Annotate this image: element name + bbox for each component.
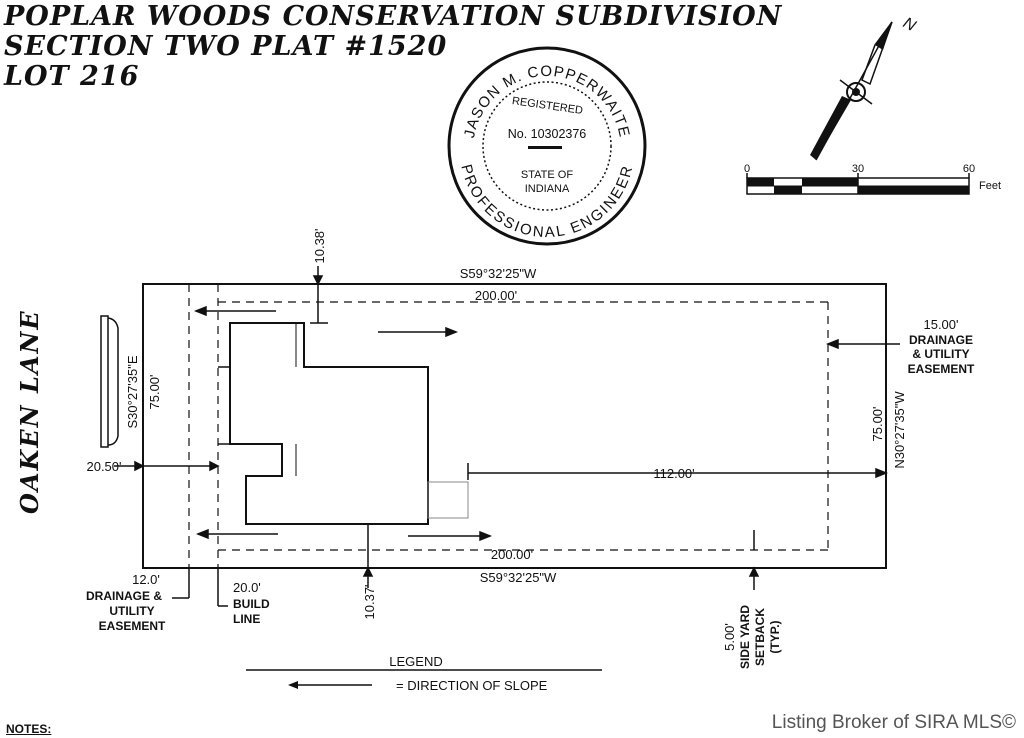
seal-registered: REGISTERED (511, 95, 584, 117)
north-label: N (900, 15, 919, 36)
top-offset-label: 10.38' (312, 228, 327, 263)
svg-text:DRAINAGE &: DRAINAGE & (86, 589, 162, 603)
svg-text:LINE: LINE (233, 612, 260, 626)
seal-state-line-2: INDIANA (525, 183, 570, 195)
house-footprint (218, 322, 429, 525)
scale-tick-30: 30 (852, 163, 864, 175)
legend: LEGEND = DIRECTION OF SLOPE (246, 654, 602, 693)
svg-text:15.00': 15.00' (923, 317, 958, 332)
seal-signature-mark (528, 146, 562, 149)
bottom-offset-label: 10.37' (362, 584, 377, 619)
plat-title-line-1: POPLAR WOODS CONSERVATION SUBDIVISION (4, 1, 783, 32)
slope-arrow-icon (288, 681, 298, 689)
svg-text:5.00': 5.00' (722, 623, 737, 651)
legend-slope-label: = DIRECTION OF SLOPE (396, 678, 548, 693)
svg-text:EASEMENT: EASEMENT (908, 362, 975, 376)
engineer-seal: JASON M. COPPERWAITE PROFESSIONAL ENGINE… (447, 46, 647, 246)
scale-tick-0: 0 (744, 163, 750, 175)
svg-text:(TYP.): (TYP.) (768, 620, 782, 653)
legend-title: LEGEND (389, 654, 442, 669)
north-arrow-icon: N (810, 15, 919, 161)
plat-title-line-2: SECTION TWO PLAT #1520 (4, 31, 448, 62)
driveway-apron (100, 315, 119, 448)
scale-unit: Feet (979, 180, 1001, 192)
top-bearing: S59°32'25"W (460, 266, 537, 281)
rear-patio (427, 481, 469, 519)
build-line-label: 20.0' BUILD LINE (233, 580, 270, 626)
left-easement-label: 12.0' DRAINAGE & UTILITY EASEMENT (86, 572, 166, 633)
left-offset-label: 20.50' (86, 459, 121, 474)
listing-watermark: Listing Broker of SIRA MLS© (771, 712, 1016, 733)
seal-state-line-1: STATE OF (521, 169, 573, 181)
svg-text:DRAINAGE: DRAINAGE (909, 333, 973, 347)
right-distance: 75.00' (870, 406, 885, 441)
bottom-bearing: S59°32'25"W (480, 570, 557, 585)
top-distance: 200.00' (475, 288, 517, 303)
right-bearing: N30°27'35"W (892, 391, 907, 469)
dimension-lines (114, 266, 900, 607)
bottom-distance: 200.00' (491, 547, 533, 562)
svg-text:UTILITY: UTILITY (109, 604, 154, 618)
seal-number: No. 10302376 (508, 127, 587, 141)
left-distance: 75.00' (147, 374, 162, 409)
svg-text:20.0': 20.0' (233, 580, 261, 595)
notes-label: NOTES: (6, 722, 52, 736)
svg-text:SIDE YARD: SIDE YARD (738, 605, 752, 669)
right-easement-label: 15.00' DRAINAGE & UTILITY EASEMENT (908, 317, 975, 376)
svg-text:SETBACK: SETBACK (753, 608, 767, 666)
easement-lines (188, 284, 829, 568)
svg-text:EASEMENT: EASEMENT (99, 619, 166, 633)
rear-distance-label: 112.00' (653, 466, 694, 481)
svg-text:BUILD: BUILD (233, 597, 270, 611)
street-name: OAKEN LANE (15, 309, 44, 514)
slope-arrows (195, 326, 493, 542)
plat-title-line-3: LOT 216 (4, 61, 140, 92)
side-yard-setback-label: 5.00' SIDE YARD SETBACK (TYP.) (722, 605, 782, 669)
svg-text:& UTILITY: & UTILITY (912, 347, 969, 361)
lot-boundary (142, 283, 887, 569)
svg-text:12.0': 12.0' (132, 572, 160, 587)
left-bearing: S30°27'35"E (125, 355, 140, 428)
scale-tick-60: 60 (963, 163, 975, 175)
scale-bar: 0 30 60 Feet (744, 163, 1001, 195)
